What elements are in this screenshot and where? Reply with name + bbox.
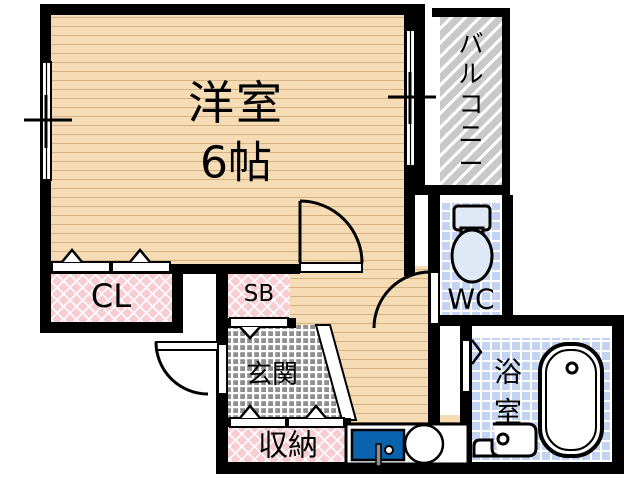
wall-balcony-top xyxy=(432,8,510,17)
fixtures xyxy=(344,204,604,467)
label-balcony-3: コ xyxy=(458,90,483,119)
stove-burner-icon xyxy=(403,423,445,465)
toilet-icon xyxy=(450,204,494,284)
label-sb: SB xyxy=(244,281,274,307)
floor-youshitsu xyxy=(50,14,405,266)
floor-balcony xyxy=(440,14,502,192)
wall-wc-bottom xyxy=(428,315,624,326)
floor-cl xyxy=(50,272,172,324)
wall-bath-right xyxy=(612,326,624,471)
wall-room-top xyxy=(40,4,415,15)
shoebox-door-icon xyxy=(229,317,289,340)
room-labels: 洋室 6帖 バ ル コ ニ ー WC 浴 室 玄関 CL SB 収納 xyxy=(91,30,522,464)
wall-stub-left-lower xyxy=(40,264,51,332)
wall-balcony-right xyxy=(502,8,510,194)
wc-door-icon xyxy=(372,270,440,329)
floor-sb xyxy=(228,272,290,322)
bathtub-icon xyxy=(538,342,604,458)
wall-balcony-bottom xyxy=(415,185,510,195)
floor-genkan xyxy=(228,325,346,420)
wall-stub-room-right-lower xyxy=(404,264,415,276)
wall-bath-bottom xyxy=(460,462,624,474)
washbasin-icon xyxy=(472,422,538,458)
storage-doors-icon xyxy=(229,404,345,428)
wall-balcony-left xyxy=(415,4,425,194)
label-youshitsu-size: 6帖 xyxy=(200,138,272,189)
openings xyxy=(24,29,483,428)
genkan-step-edge xyxy=(314,324,358,421)
floor-fills xyxy=(50,14,612,468)
sliding-door-balcony-icon xyxy=(388,29,436,167)
label-cl: CL xyxy=(91,277,131,315)
label-bathroom-2: 室 xyxy=(494,396,522,429)
label-balcony-1: バ xyxy=(458,30,483,59)
room-door-icon xyxy=(298,199,364,273)
label-bathroom-1: 浴 xyxy=(494,356,522,389)
wall-wc-right xyxy=(502,195,513,325)
sliding-window-west-icon xyxy=(24,61,72,181)
entrance-door-icon xyxy=(154,341,228,396)
label-youshitsu-name: 洋室 xyxy=(188,76,284,130)
bath-door-icon xyxy=(461,339,483,393)
floor-shuno xyxy=(228,425,348,467)
label-balcony-4: ニ xyxy=(458,120,483,149)
label-shuno: 収納 xyxy=(258,429,318,464)
wall-cl-bottom xyxy=(40,322,183,333)
label-balcony-2: ル xyxy=(458,60,483,89)
label-genkan: 玄関 xyxy=(246,360,298,390)
closet-doors-icon xyxy=(51,248,171,273)
label-wc: WC xyxy=(447,283,494,316)
wall-cl-right xyxy=(172,266,183,326)
label-balcony-5: ー xyxy=(458,150,483,179)
